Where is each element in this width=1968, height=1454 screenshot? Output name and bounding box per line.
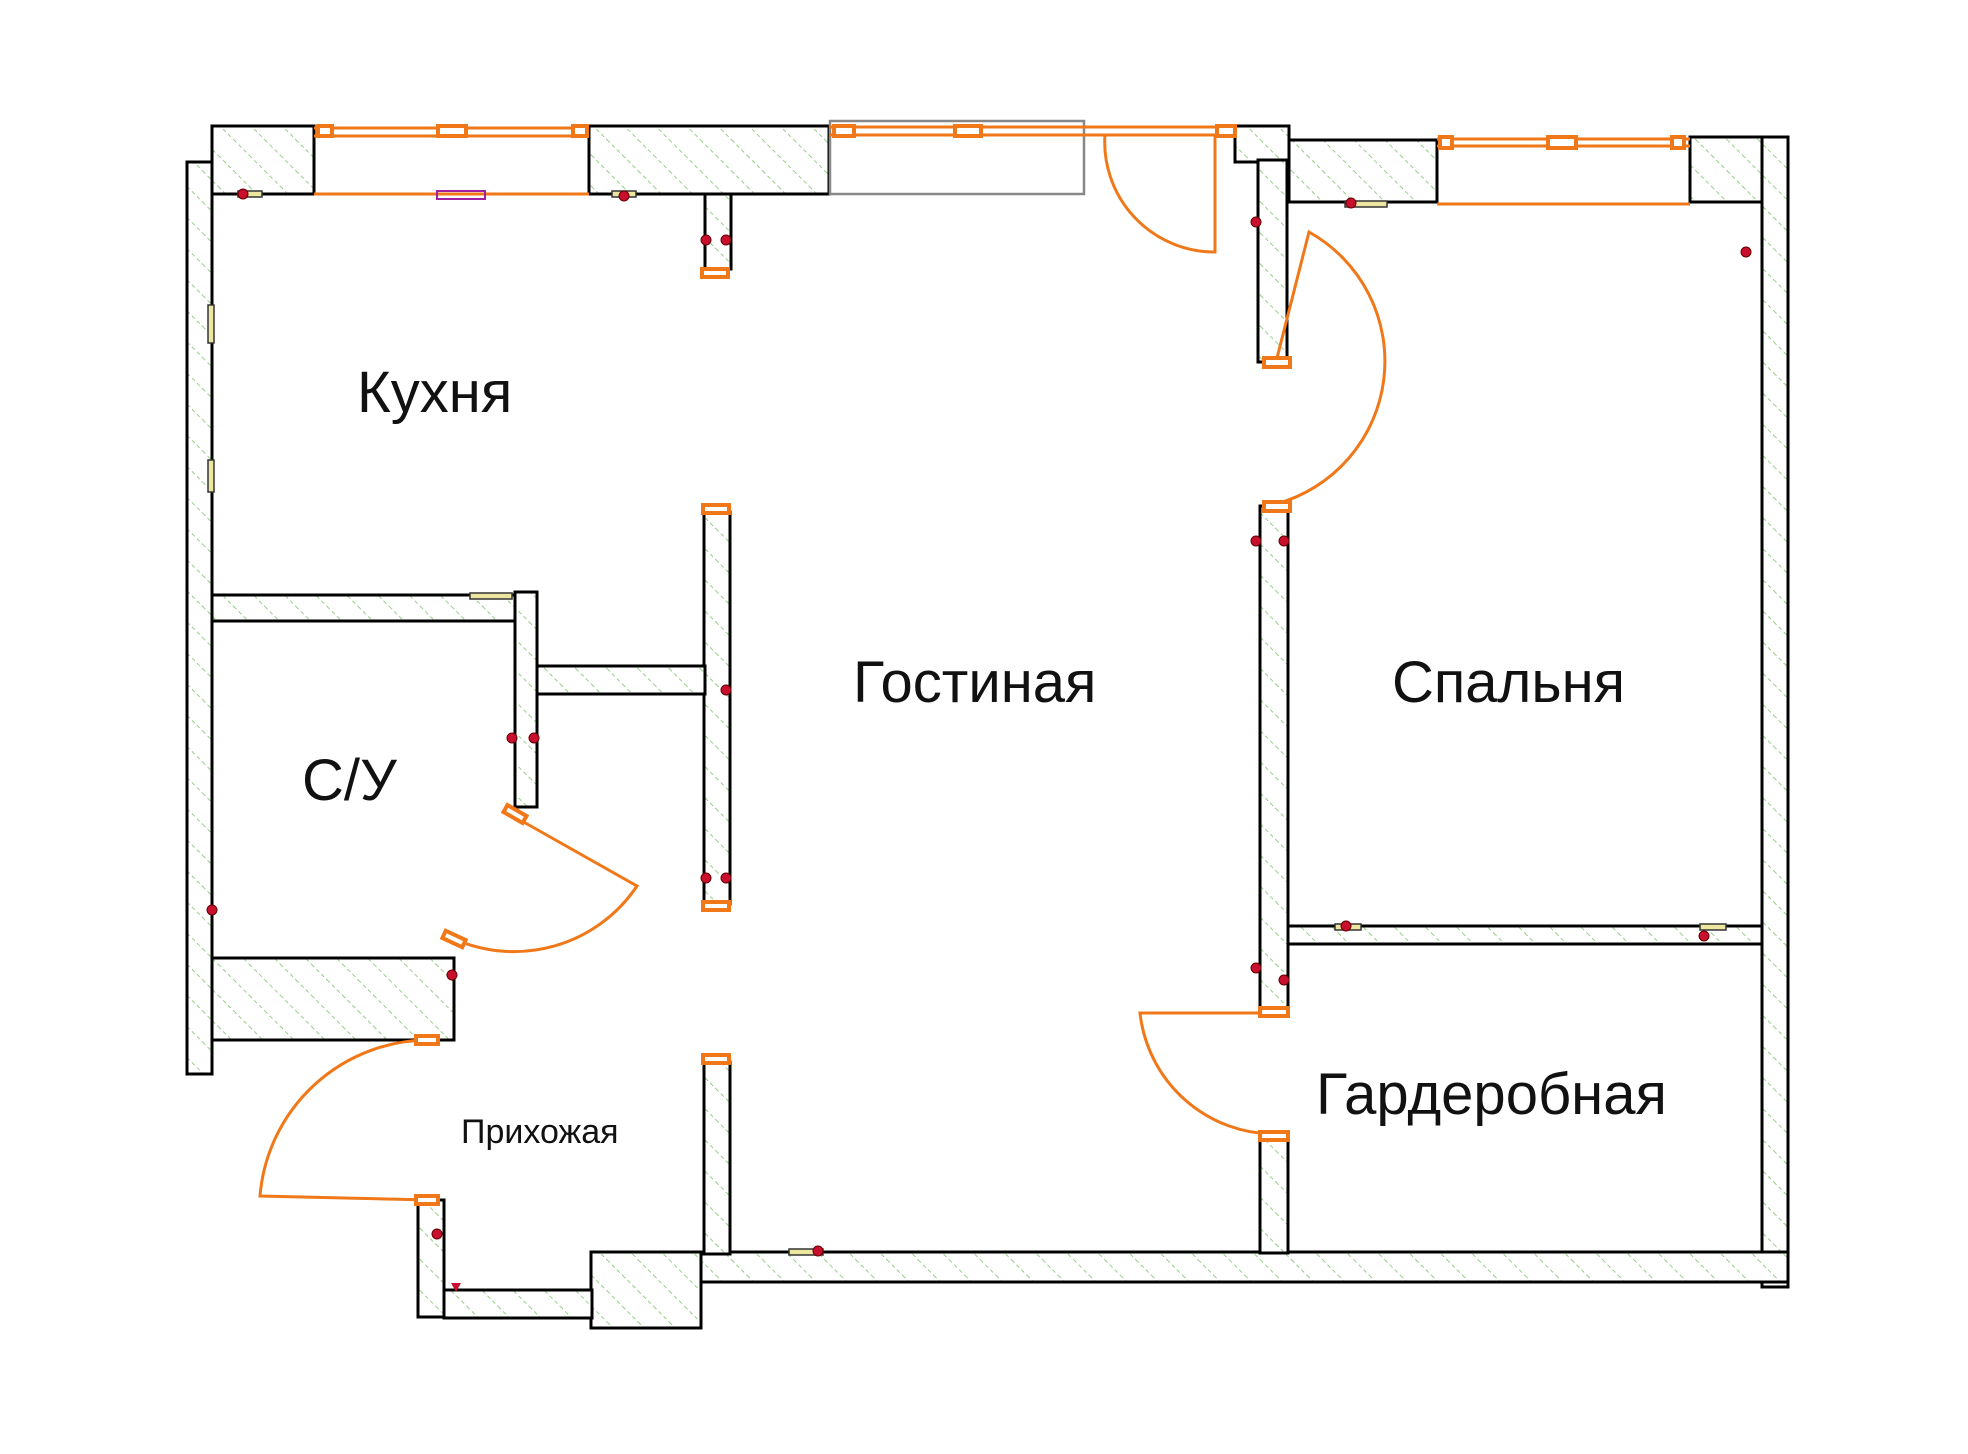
interior-walls <box>416 158 1764 1320</box>
room-label-living: Гостиная <box>853 650 1096 715</box>
room-outlines <box>210 200 1764 1254</box>
room-label-hallway: Прихожая <box>461 1113 619 1151</box>
room-label-bedroom: Спальня <box>1392 650 1625 715</box>
electrical-points <box>206 188 1752 1292</box>
balcony-door-swing <box>1103 133 1217 254</box>
windows <box>314 124 1690 206</box>
doors <box>258 133 1387 1206</box>
entrance-door-swing <box>258 1038 431 1202</box>
outlet-marker-icon <box>436 190 486 200</box>
bathroom-door-swing <box>451 814 640 954</box>
balcony-frame <box>828 119 1086 196</box>
room-label-wardrobe: Гардеробная <box>1316 1062 1667 1127</box>
wardrobe-door-swing <box>1138 1011 1277 1136</box>
bedroom-door-swing <box>1274 229 1387 506</box>
exterior-walls <box>185 124 1790 1330</box>
room-label-bathroom: С/У <box>302 748 398 813</box>
room-label-kitchen: Кухня <box>357 360 512 425</box>
